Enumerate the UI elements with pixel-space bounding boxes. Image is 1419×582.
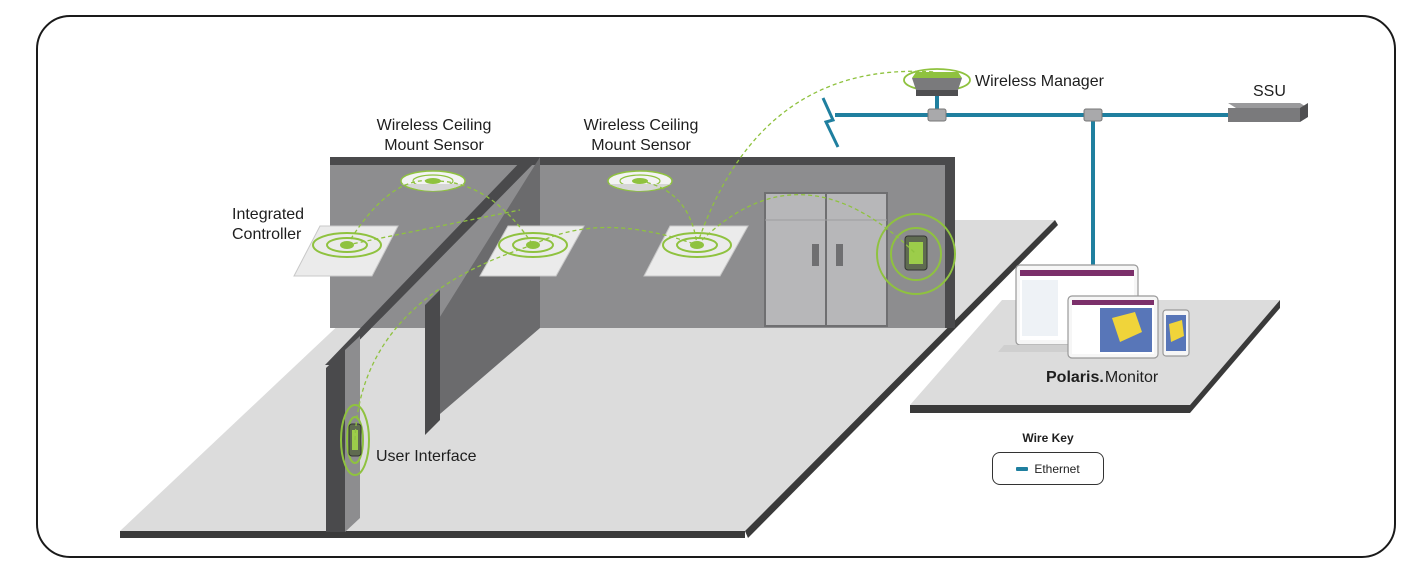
ethernet-legend-label: Ethernet [1034, 461, 1080, 476]
user-interface-label: User Interface [376, 448, 477, 465]
router-icon[interactable] [903, 68, 971, 96]
ethernet-junctions [927, 108, 1103, 122]
wireless-link-icon [821, 97, 840, 148]
ceiling-sensor-1-label-line1: Wireless Ceiling [377, 117, 492, 134]
divider-wall [325, 157, 540, 532]
wire-key-title: Wire Key [1022, 431, 1074, 445]
server-unit-icon[interactable] [1228, 103, 1308, 122]
ssu-label: SSU [1253, 83, 1286, 100]
polaris-product: Monitor [1105, 369, 1159, 386]
ceiling-sensor-2-label-line2: Mount Sensor [591, 137, 691, 154]
polaris-brand: Polaris. [1046, 369, 1104, 386]
ceiling-sensor-2-label-line1: Wireless Ceiling [584, 117, 699, 134]
polaris-monitor-label: Polaris.Monitor [1046, 369, 1159, 386]
ethernet-swatch [1016, 466, 1029, 471]
laptop-tablet-phone-icon[interactable] [998, 264, 1190, 359]
integrated-controller-label-line1: Integrated [232, 206, 304, 223]
signal-rings [312, 213, 956, 476]
wireless-links [346, 70, 936, 441]
integrated-controller-label-line2: Controller [232, 226, 302, 243]
ceiling-sensor-1-label-line2: Mount Sensor [384, 137, 484, 154]
wire-key-legend: Ethernet [992, 452, 1104, 485]
double-door [764, 192, 888, 327]
wall-controller-device[interactable] [904, 235, 928, 271]
wireless-manager-label: Wireless Manager [975, 73, 1105, 90]
